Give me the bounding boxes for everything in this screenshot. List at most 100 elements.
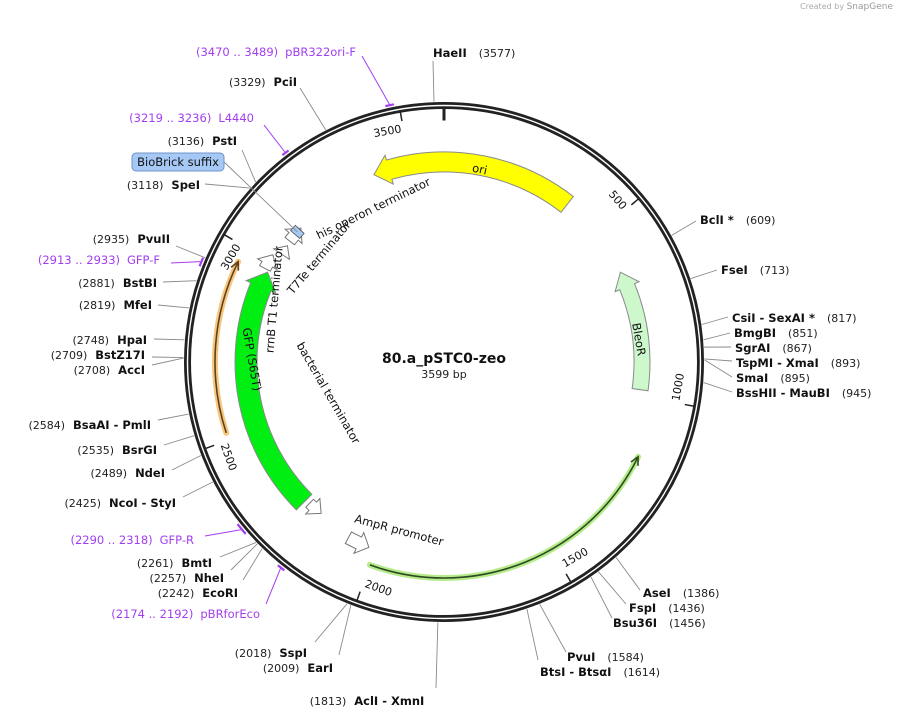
enzyme-site-nhei[interactable]: (2257)NheI [150, 543, 258, 585]
enzyme-site-hpai[interactable]: (2748)HpaI [73, 333, 185, 347]
enzyme-label[interactable]: SgrAI(867) [735, 341, 812, 355]
enzyme-site-bcli[interactable]: BclI *(609) [671, 213, 776, 236]
enzyme-site-smai[interactable]: SmaI(895) [704, 359, 810, 385]
enzyme-site-bsrgi[interactable]: (2535)BsrGI [77, 435, 195, 457]
feature-ori[interactable] [373, 151, 575, 214]
enzyme-label[interactable]: (2242)EcoRI [158, 586, 238, 600]
enzyme-site-acli[interactable]: (1813)AclI - XmnI [310, 622, 439, 708]
primer-mark[interactable] [281, 149, 290, 157]
enzyme-site-asei[interactable]: AseI(1386) [615, 557, 719, 600]
feature-arrow[interactable] [614, 271, 651, 392]
enzyme-site-tspmi[interactable]: TspMI - XmaI(893) [704, 356, 860, 370]
enzyme-label[interactable]: (1813)AclI - XmnI [310, 694, 425, 708]
enzyme-site-pcii[interactable]: (3329)PciI [229, 75, 327, 131]
enzyme-site-pvuii[interactable]: (2935)PvuII [93, 232, 206, 259]
feature-arrow[interactable] [344, 531, 370, 555]
enzyme-site-pvui[interactable]: PvuI(1584) [539, 604, 644, 664]
enzyme-label[interactable]: BssHII - MauBI(945) [736, 386, 871, 400]
feature-gfp-s65t[interactable] [234, 271, 313, 511]
enzyme-label[interactable]: CsiI - SexAI *(817) [732, 311, 857, 325]
enzyme-label[interactable]: (2881)BstBI [78, 276, 157, 290]
enzyme-site-bstz17i[interactable]: (2709)BstZ17I [51, 348, 184, 362]
enzyme-site-csii[interactable]: CsiI - SexAI *(817) [701, 311, 857, 325]
enzyme-label[interactable]: (2018)SspI [235, 646, 307, 660]
enzyme-label[interactable]: TspMI - XmaI(893) [736, 356, 860, 370]
enzyme-label[interactable]: SmaI(895) [736, 371, 810, 385]
enzyme-label[interactable]: BclI *(609) [700, 213, 775, 227]
enzyme-site-fspi[interactable]: FspI(1436) [598, 571, 705, 615]
feature-bacterial-terminator[interactable] [304, 497, 322, 515]
enzyme-site-psti[interactable]: (3136)PstI [168, 134, 257, 183]
enzyme-label[interactable]: (3118)SpeI [127, 178, 200, 192]
enzyme-label[interactable]: PvuI(1584) [567, 650, 644, 664]
enzyme-site-ecori[interactable]: (2242)EcoRI [158, 548, 263, 600]
feature-label[interactable]: his operon terminator [314, 175, 433, 243]
enzyme-site-ndei[interactable]: (2489)NdeI [90, 455, 202, 480]
primer-mark[interactable] [198, 257, 205, 267]
feature-arrow[interactable] [373, 151, 575, 214]
feature-label[interactable]: BleoR [629, 322, 649, 357]
callout-box[interactable] [131, 152, 225, 172]
primer-label[interactable]: (3470 .. 3489)pBR322ori-F [196, 45, 356, 59]
primer-label[interactable]: (2913 .. 2933)GFP-F [38, 253, 160, 267]
enzyme-site-bsaai[interactable]: (2584)BsaAI - PmlI [28, 413, 189, 432]
enzyme-label[interactable]: (2535)BsrGI [77, 443, 157, 457]
enzyme-label[interactable]: BtsI - BtsαI(1614) [540, 665, 660, 679]
enzyme-label[interactable]: (3329)PciI [229, 75, 297, 89]
enzyme-label[interactable]: FseI(713) [721, 263, 789, 277]
enzyme-site-acci[interactable]: (2708)AccI [74, 357, 184, 377]
enzyme-label[interactable]: BmgBI(851) [734, 326, 818, 340]
enzyme-site-eari[interactable]: (2009)EarI [263, 605, 352, 675]
feature-arrow[interactable] [304, 497, 322, 515]
enzyme-label[interactable]: (3136)PstI [168, 134, 237, 148]
feature-arrow[interactable] [234, 271, 313, 511]
enzyme-site-bsu36i[interactable]: Bsu36I(1456) [590, 576, 706, 630]
primer-pbr322ori-f[interactable]: (3470 .. 3489)pBR322ori-F [196, 45, 395, 108]
feature-unlabeled-feature[interactable] [212, 258, 242, 436]
enzyme-label[interactable]: (2709)BstZ17I [51, 348, 145, 362]
primer-mark[interactable] [236, 523, 247, 535]
enzyme-label[interactable]: (2009)EarI [263, 661, 333, 675]
primer-gfp-r[interactable]: (2290 .. 2318)GFP-R [71, 523, 247, 547]
primer-mark[interactable] [385, 103, 395, 108]
feature-t7te-terminator[interactable] [272, 245, 291, 261]
feature-arrow[interactable] [256, 254, 278, 272]
enzyme-label[interactable]: FspI(1436) [629, 601, 705, 615]
enzyme-label[interactable]: (2819)MfeI [79, 298, 152, 312]
feature-line[interactable] [214, 261, 239, 434]
feature-label[interactable]: bacterial terminator [294, 340, 364, 447]
enzyme-label[interactable]: (2748)HpaI [73, 333, 147, 347]
enzyme-label[interactable]: HaeII(3577) [433, 46, 515, 60]
enzyme-site-sspi[interactable]: (2018)SspI [235, 603, 348, 660]
enzyme-site-btsi[interactable]: BtsI - BtsαI(1614) [526, 608, 660, 679]
enzyme-site-fsei[interactable]: FseI(713) [690, 263, 790, 279]
enzyme-site-bmgbi[interactable]: BmgBI(851) [703, 326, 818, 341]
feature-bleor[interactable] [614, 271, 651, 392]
enzyme-site-bmti[interactable]: (2261)BmtI [137, 542, 257, 570]
feature-ampr-promoter[interactable] [344, 531, 370, 555]
enzyme-label[interactable]: (2425)NcoI - StyI [64, 496, 176, 510]
primer-pbrforeco[interactable]: (2174 .. 2192)pBRforEco [111, 564, 286, 621]
feature-arrow[interactable] [272, 245, 291, 261]
enzyme-site-mfei[interactable]: (2819)MfeI [79, 298, 190, 312]
primer-label[interactable]: (2174 .. 2192)pBRforEco [111, 607, 260, 621]
enzyme-label[interactable]: (2261)BmtI [137, 556, 212, 570]
feature-label[interactable]: ori [471, 161, 489, 178]
enzyme-site-ncoi[interactable]: (2425)NcoI - StyI [64, 481, 213, 510]
primer-gfp-f[interactable]: (2913 .. 2933)GFP-F [38, 253, 205, 267]
biobrick-suffix-callout[interactable]: BioBrick suffix [131, 152, 298, 233]
primer-label[interactable]: (3219 .. 3236)L4440 [129, 111, 254, 125]
enzyme-label[interactable]: (2584)BsaAI - PmlI [28, 418, 151, 432]
enzyme-site-bstbi[interactable]: (2881)BstBI [78, 276, 197, 290]
enzyme-label[interactable]: (2935)PvuII [93, 232, 170, 246]
enzyme-site-bsshii[interactable]: BssHII - MauBI(945) [703, 382, 872, 400]
primer-mark[interactable] [277, 564, 286, 572]
feature-rrnb-t1-terminator[interactable] [256, 254, 278, 272]
enzyme-site-sgrai[interactable]: SgrAI(867) [704, 341, 812, 355]
primer-label[interactable]: (2290 .. 2318)GFP-R [71, 533, 195, 547]
enzyme-label[interactable]: Bsu36I(1456) [613, 616, 706, 630]
enzyme-label[interactable]: (2489)NdeI [90, 466, 165, 480]
enzyme-site-spei[interactable]: (3118)SpeI [127, 178, 251, 192]
feature-ampr[interactable] [366, 453, 642, 581]
feature-line[interactable] [369, 456, 639, 579]
